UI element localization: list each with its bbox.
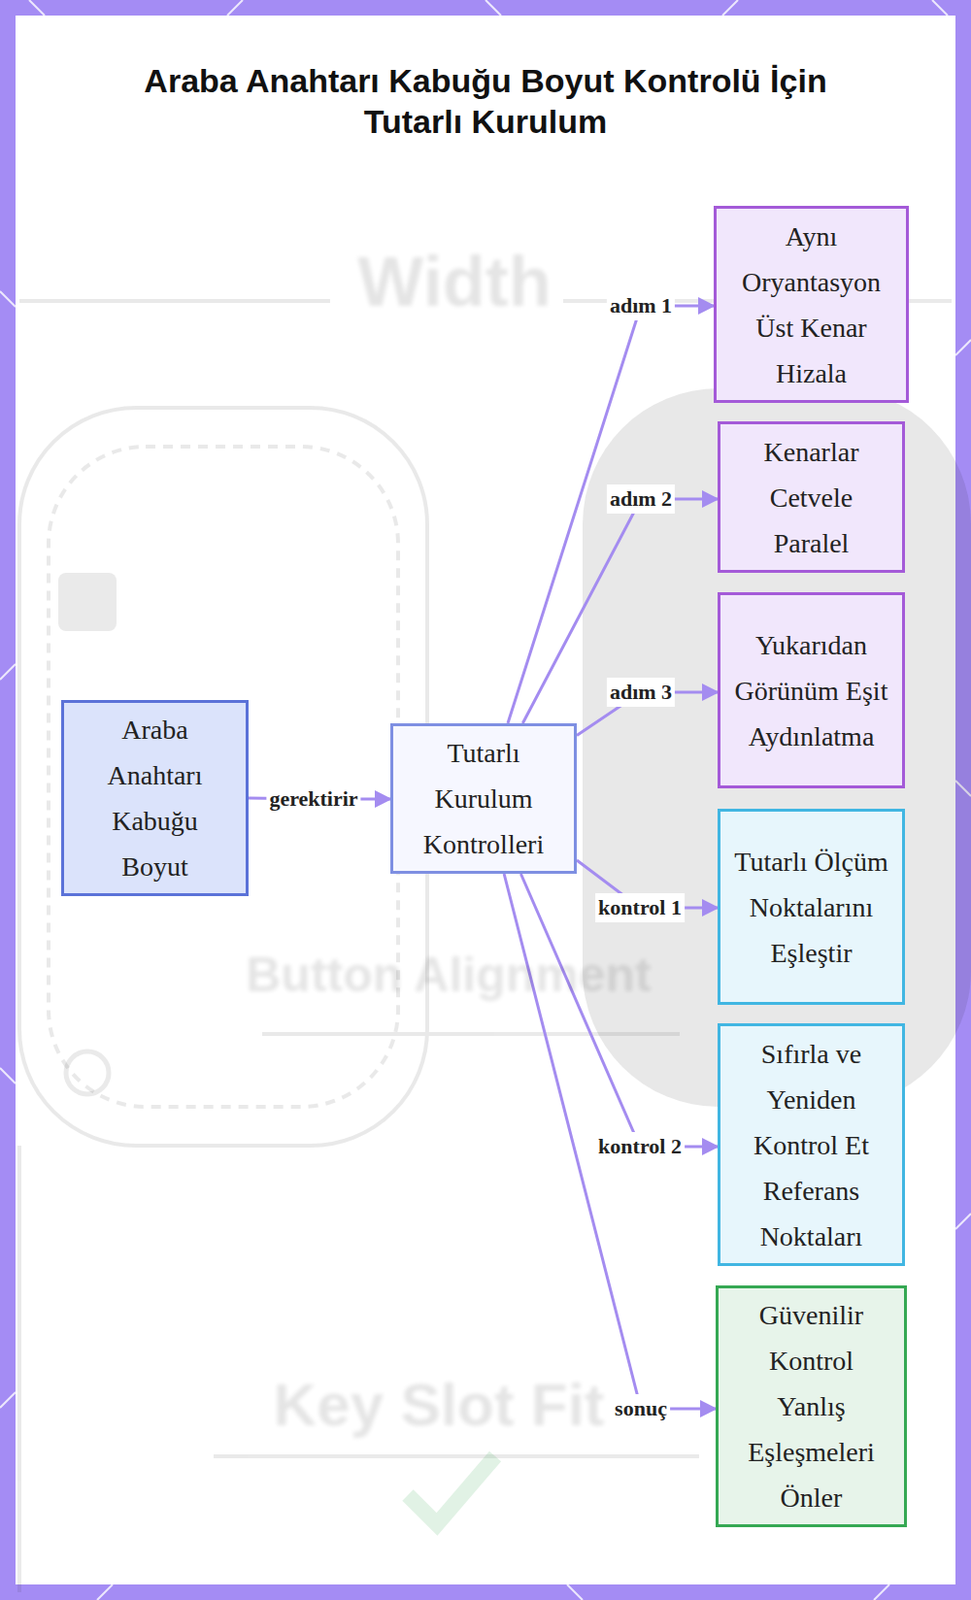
watermark-text: Key Slot Fit — [272, 1370, 604, 1440]
connector-arrow — [507, 305, 714, 724]
edge-label: kontrol 2 — [595, 1132, 685, 1162]
connector-arrow — [520, 873, 718, 1147]
node-text: Sıfırla ve Yeniden Kontrol Et Referans N… — [732, 1031, 891, 1260]
edge-label: adım 2 — [606, 484, 675, 514]
node-text: Yukarıdan Görünüm Eşit Aydınlatma — [732, 622, 891, 760]
process-box: Kenarlar Cetvele Paralel — [717, 421, 905, 573]
watermark-text: Width — [357, 241, 551, 322]
node-text: Tutarlı Ölçüm Noktalarını Eşleştir — [732, 838, 891, 976]
process-box: Araba Anahtarı Kabuğu Boyut — [61, 700, 249, 897]
edge-label: adım 1 — [606, 291, 675, 321]
edge-label: sonuç — [611, 1394, 670, 1424]
diagram-title: Araba Anahtarı Kabuğu Boyut Kontrolü İçi… — [106, 60, 865, 142]
edge-label: kontrol 1 — [595, 893, 685, 923]
process-box: Yukarıdan Görünüm Eşit Aydınlatma — [717, 592, 905, 789]
connector-arrow — [522, 499, 718, 724]
process-box: Aynı Oryantasyon Üst Kenar Hizala — [713, 205, 909, 403]
node-text: Güvenilir Kontrol Yanlış Eşleşmeleri Önl… — [732, 1292, 891, 1521]
key-fob-sketch — [19, 301, 952, 1593]
node-text: Tutarlı Kurulum Kontrolleri — [412, 730, 555, 868]
process-box: Tutarlı Kurulum Kontrolleri — [390, 723, 577, 874]
process-box: Sıfırla ve Yeniden Kontrol Et Referans N… — [717, 1023, 905, 1267]
key-fob-dark — [58, 388, 971, 1107]
node-text: Kenarlar Cetvele Paralel — [732, 429, 891, 567]
node-text: Aynı Oryantasyon Üst Kenar Hizala — [730, 213, 893, 397]
process-box: Tutarlı Ölçüm Noktalarını Eşleştir — [717, 808, 905, 1005]
node-text: Araba Anahtarı Kabuğu Boyut — [93, 706, 217, 890]
check-mark — [407, 1456, 496, 1525]
edge-label: gerektirir — [266, 784, 361, 814]
edge-label: adım 3 — [606, 677, 675, 707]
watermark-text: Button Alignment — [245, 946, 652, 1004]
process-box: Güvenilir Kontrol Yanlış Eşleşmeleri Önl… — [715, 1285, 907, 1528]
